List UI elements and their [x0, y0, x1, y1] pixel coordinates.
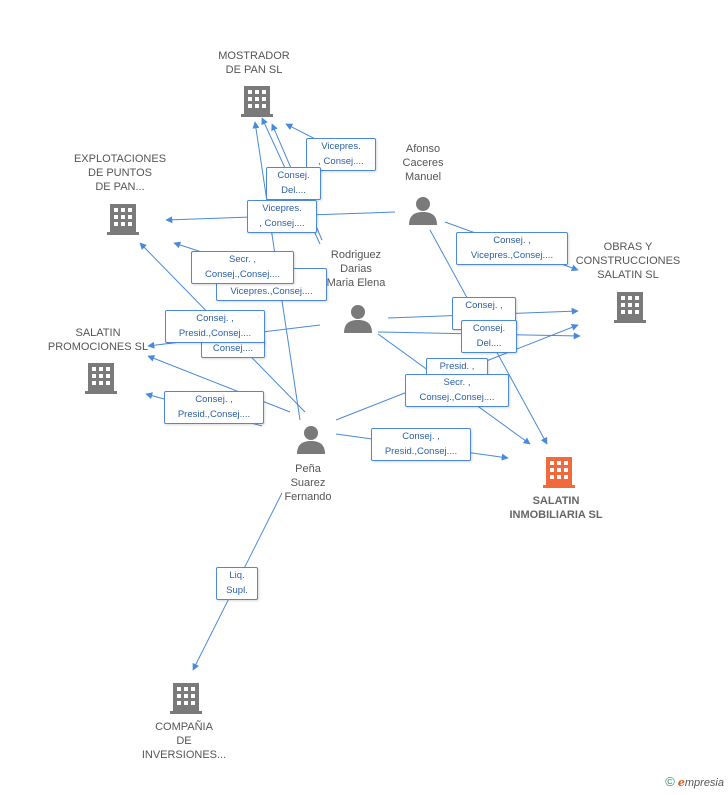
edge-label-box[interactable]: Consej. , Presid.,Consej....: [164, 391, 264, 424]
edge-label-line: Vicepres.: [321, 141, 361, 152]
person-afonso[interactable]: [408, 196, 438, 231]
label-line: SALATIN: [532, 495, 580, 507]
label-line: Darias: [340, 263, 372, 275]
edge-label-line: Consej. ,: [493, 235, 531, 246]
edge-label-line: , Consej....: [259, 218, 305, 229]
edge-label-line: Presid.,Consej....: [177, 409, 251, 420]
edge-label-line: Consej.: [277, 170, 310, 181]
edge-label-box[interactable]: Secr. , Consej.,Consej....: [405, 374, 509, 407]
edge-label-box[interactable]: Vicepres. , Consej....: [247, 200, 317, 233]
edge-label-line: Secr. ,: [229, 254, 256, 265]
building-icon: [543, 457, 575, 488]
person-label-rodriguez: Rodriguez Darias Maria Elena: [296, 248, 416, 290]
company-label-compania: COMPAÑIA DE INVERSIONES...: [124, 720, 244, 762]
label-line: SALATIN SL: [597, 269, 659, 281]
brand-initial: e: [677, 776, 685, 789]
label-line: OBRAS Y: [603, 241, 653, 253]
person-icon: [297, 426, 325, 454]
building-icon: [614, 292, 646, 323]
company-obras[interactable]: [614, 290, 646, 329]
person-pena[interactable]: [296, 425, 326, 460]
edge-label-box[interactable]: Liq. Supl.: [216, 567, 258, 600]
label-line: Suarez: [290, 477, 326, 489]
label-line: Maria Elena: [326, 277, 386, 289]
label-line: PROMOCIONES SL: [47, 341, 149, 353]
building-icon: [170, 683, 202, 714]
label-line: Caceres: [402, 157, 444, 169]
person-rodriguez[interactable]: [343, 304, 373, 339]
building-icon: [85, 363, 117, 394]
building-icon: [241, 86, 273, 117]
edge-label-line: Consej.,Consej....: [419, 392, 495, 403]
edge-label-line: Vicepres.: [262, 203, 302, 214]
edge-label-box[interactable]: Secr. , Consej.,Consej....: [191, 251, 294, 284]
company-label-explotaciones: EXPLOTACIONES DE PUNTOS DE PAN...: [60, 152, 180, 194]
label-line: INVERSIONES...: [141, 749, 227, 761]
label-line: INMOBILIARIA SL: [509, 509, 603, 521]
edge-label-line: , Consej....: [318, 156, 364, 167]
company-compania[interactable]: [170, 681, 202, 720]
label-line: Manuel: [404, 171, 442, 183]
label-line: DE: [176, 735, 192, 747]
company-label-promociones: SALATIN PROMOCIONES SL: [38, 326, 158, 354]
edge-label-box[interactable]: Consej. , Vicepres.,Consej....: [456, 232, 568, 265]
edge-label-line: Consej.,Consej....: [205, 269, 280, 280]
label-line: DE PUNTOS: [88, 167, 152, 179]
edge-label-line: Liq.: [229, 570, 245, 581]
edge-label-box[interactable]: Consej. Del....: [266, 167, 321, 200]
company-label-mostrador: MOSTRADOR DE PAN SL: [194, 49, 314, 77]
edge-label-line: Vicepres.,Consej....: [470, 250, 554, 261]
brand-name: mpresia: [684, 777, 724, 789]
edge-label-line: Consej....: [212, 343, 254, 354]
brand-footer: © empresia: [665, 774, 724, 789]
edge-label-line: Secr. ,: [443, 377, 471, 388]
person-label-pena: Peña Suarez Fernando: [248, 462, 368, 504]
edge-label-box[interactable]: Consej. , Presid.,Consej....: [165, 310, 265, 343]
edge-label-line: Supl.: [226, 585, 248, 596]
edge-label-line: Consej. ,: [196, 313, 234, 324]
label-line: MOSTRADOR: [218, 50, 290, 62]
edge-label-line: Del....: [476, 338, 502, 349]
edge-label-line: Consej. ,: [402, 431, 440, 442]
person-icon: [344, 305, 372, 333]
edge-label-box[interactable]: Consej. , Presid.,Consej....: [371, 428, 471, 461]
label-line: COMPAÑIA: [155, 721, 213, 733]
label-line: DE PAN...: [95, 181, 145, 193]
edge-label-line: Del....: [281, 185, 306, 196]
edge-label-line: Presid.,Consej....: [178, 328, 252, 339]
company-explotaciones[interactable]: [107, 202, 139, 241]
company-label-obras: OBRAS Y CONSTRUCCIONES SALATIN SL: [568, 240, 688, 282]
label-line: Fernando: [284, 491, 332, 503]
building-icon: [107, 204, 139, 235]
label-line: EXPLOTACIONES: [73, 153, 167, 165]
label-line: Peña: [295, 463, 321, 475]
edge-label-line: Presid. ,: [439, 361, 475, 372]
edge-label-line: Consej. ,: [195, 394, 233, 405]
company-promociones[interactable]: [85, 361, 117, 400]
label-line: DE PAN SL: [225, 64, 283, 76]
edge-label-line: Consej.: [472, 323, 506, 334]
label-line: CONSTRUCCIONES: [575, 255, 681, 267]
edge-label-line: Presid.,Consej....: [384, 446, 458, 457]
label-line: Rodriguez: [330, 249, 382, 261]
person-label-afonso: Afonso Caceres Manuel: [363, 142, 483, 184]
edge-label-box[interactable]: Vicepres. , Consej....: [306, 138, 376, 171]
edge-label-box[interactable]: Consej. Del....: [461, 320, 517, 353]
company-mostrador[interactable]: [241, 84, 273, 123]
edge-line: [147, 355, 291, 413]
company-label-inmobiliaria: SALATIN INMOBILIARIA SL: [496, 494, 616, 522]
copyright-icon: ©: [665, 774, 675, 789]
label-line: Afonso: [405, 143, 441, 155]
edge-label-line: Vicepres.,Consej....: [230, 286, 313, 297]
edge-label-line: Consej. ,: [465, 300, 503, 311]
label-line: SALATIN: [75, 327, 121, 339]
person-icon: [409, 197, 437, 225]
company-inmobiliaria[interactable]: [543, 455, 575, 494]
